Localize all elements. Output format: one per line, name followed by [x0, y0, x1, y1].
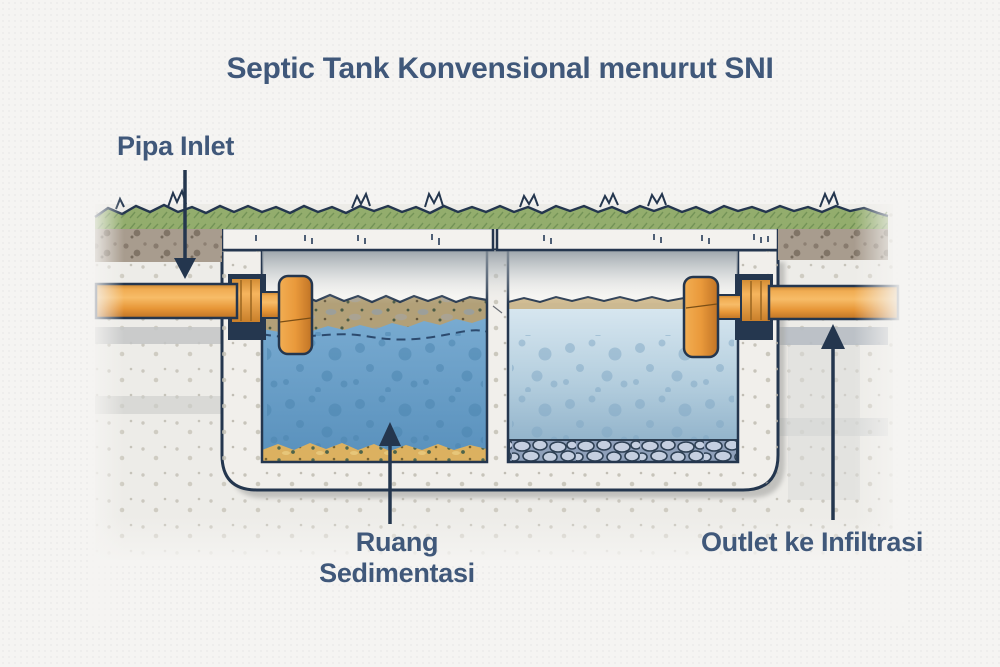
grass-layer [94, 188, 889, 229]
edge-fade-bottom [95, 516, 893, 564]
label-ruang-line2: Sedimentasi [319, 558, 475, 588]
partition-wall-crack [492, 305, 503, 314]
arrow-down-icon [174, 170, 196, 279]
arrow-up-outlet-icon [821, 324, 845, 520]
arrow-up-sedimentation-icon [379, 422, 401, 524]
label-pipa-inlet: Pipa Inlet [117, 131, 235, 161]
soil-shading-right [788, 345, 860, 500]
soil-stratum-line-left [95, 327, 222, 344]
outlet-coupling [740, 278, 772, 323]
page-title: Septic Tank Konvensional menurut SNI [226, 52, 774, 85]
soil-stratum-line-left2 [95, 396, 222, 414]
headspace-shadow [262, 250, 738, 304]
label-ruang-sedimentasi: Ruang Sedimentasi [277, 527, 517, 589]
outlet-tee [682, 275, 720, 359]
label-ruang-line1: Ruang [355, 527, 439, 557]
label-outlet-ke-infiltrasi: Outlet ke Infiltrasi [700, 527, 924, 557]
gravel-layer [508, 439, 738, 463]
lid-joint-marks [255, 234, 769, 245]
tank-lid [220, 226, 780, 252]
sludge-layer [262, 443, 487, 462]
lid-slab-right [495, 226, 780, 252]
inlet-tee [277, 274, 314, 356]
